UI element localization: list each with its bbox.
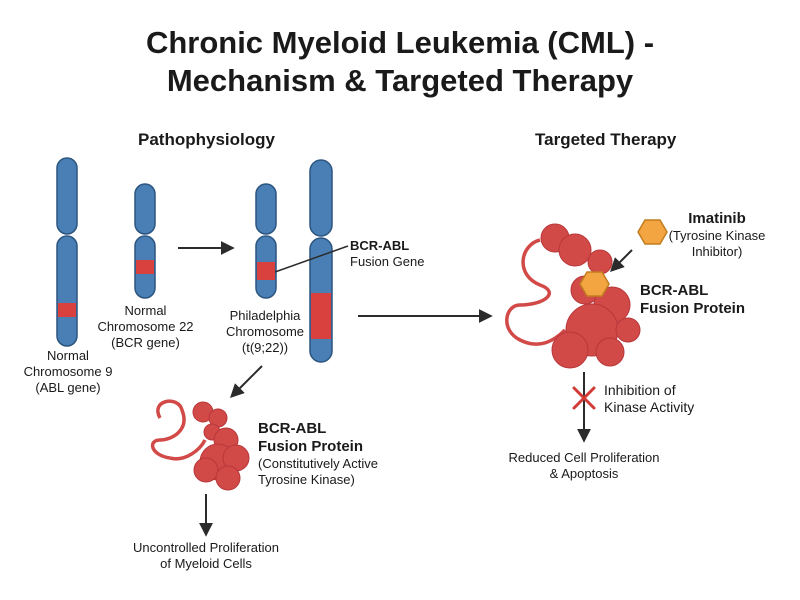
diagram-title: Chronic Myeloid Leukemia (CML) - Mechani… — [0, 24, 800, 100]
chromosome-9-label: Normal Chromosome 9 (ABL gene) — [23, 348, 113, 395]
arrow-to-left-protein — [230, 365, 263, 398]
fusion-gene-band — [257, 262, 275, 280]
chromosome-22 — [134, 183, 156, 299]
right-fusion-protein — [505, 223, 641, 369]
left-outcome-label: Uncontrolled Proliferation of Myeloid Ce… — [133, 540, 279, 571]
abl-gene-band — [58, 303, 76, 317]
philadelphia-chromosome — [255, 183, 277, 299]
derivative-chromosome-9 — [309, 159, 333, 363]
arrow-drug-binding — [610, 249, 633, 272]
philadelphia-chromosome-label: Philadelphia Chromosome (t(9;22)) — [225, 308, 305, 355]
fusion-gene-label: BCR-ABL Fusion Gene — [350, 238, 425, 269]
left-fusion-protein — [150, 399, 250, 491]
imatinib-hexagon-icon — [637, 219, 668, 245]
bcr-gene-band — [136, 260, 154, 274]
imatinib-label: Imatinib (Tyrosine Kinase Inhibitor) — [668, 210, 766, 259]
title-line-1: Chronic Myeloid Leukemia (CML) - — [145, 25, 655, 60]
section-pathophysiology: Pathophysiology — [138, 130, 275, 149]
inhibition-x-icon — [572, 386, 596, 410]
title-line-2: Mechanism & Targeted Therapy — [166, 63, 634, 98]
inhibition-label: Inhibition of Kinase Activity — [604, 382, 695, 415]
chromosome-22-label: Normal Chromosome 22 (BCR gene) — [97, 303, 194, 350]
left-fusion-protein-label: BCR-ABL Fusion Protein (Constitutively A… — [258, 420, 378, 487]
fusion-gene-pointer — [274, 245, 349, 273]
section-targeted-therapy: Targeted Therapy — [535, 130, 677, 149]
chromosome-9 — [56, 157, 78, 347]
right-fusion-protein-label: BCR-ABL Fusion Protein — [640, 282, 745, 317]
right-outcome-label: Reduced Cell Proliferation & Apoptosis — [508, 450, 660, 481]
bound-imatinib-hexagon-icon — [579, 271, 610, 297]
